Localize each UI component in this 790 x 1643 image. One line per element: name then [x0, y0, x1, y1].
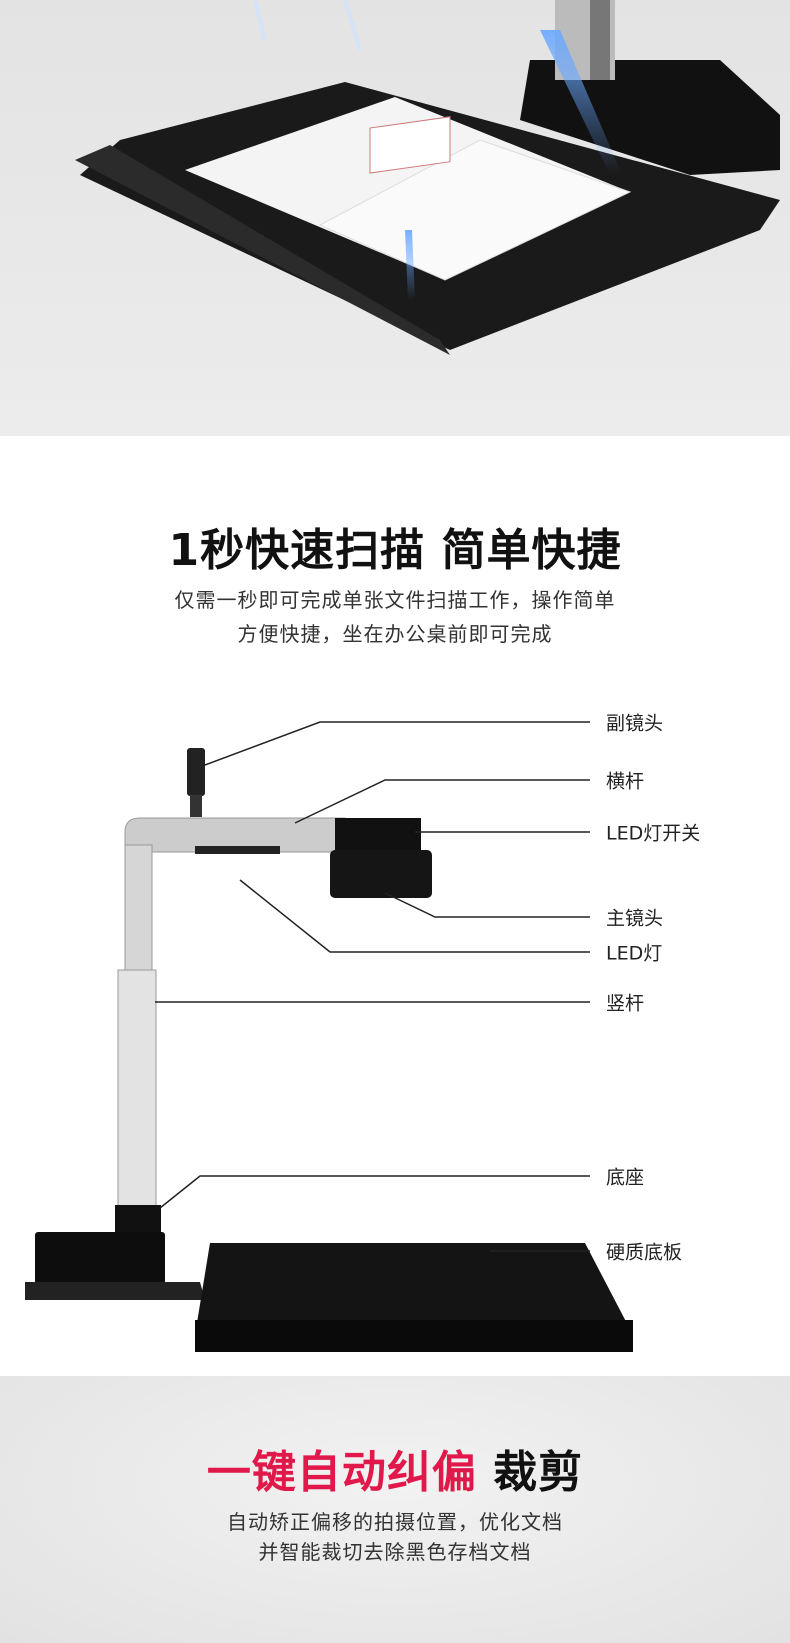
section2-subtitle-line1: 自动矫正偏移的拍摄位置，优化文档	[227, 1510, 563, 1534]
label-base: 底座	[606, 1166, 645, 1189]
section2-title-black: 裁剪	[493, 1447, 584, 1498]
label-main-camera: 主镜头	[606, 907, 664, 930]
section2-title-red: 一键自动纠偏	[206, 1447, 477, 1498]
section-subtitle-line1: 仅需一秒即可完成单张文件扫描工作，操作简单	[174, 588, 616, 612]
label-crossbar: 横杆	[606, 770, 645, 793]
label-led-light: LED灯	[606, 942, 663, 965]
section-subtitle-line2: 方便快捷，坐在办公桌前即可完成	[237, 622, 553, 646]
product-hero-section	[0, 0, 790, 436]
section2-title: 一键自动纠偏 裁剪	[0, 1436, 790, 1500]
sub-camera-shape	[187, 748, 205, 796]
scanner-top-view-image	[75, 0, 780, 355]
label-sub-camera: 副镜头	[606, 712, 664, 735]
label-led-switch: LED灯开关	[606, 822, 701, 845]
label-hard-board: 硬质底板	[606, 1241, 683, 1264]
section2-subtitle-line2: 并智能裁切去除黑色存档文档	[258, 1540, 532, 1564]
label-vertical-pole: 竖杆	[606, 992, 645, 1015]
section-title: 1秒快速扫描 简单快捷	[168, 525, 622, 576]
leader-lines	[155, 721, 590, 1252]
auto-deskew-section	[0, 1376, 790, 1643]
